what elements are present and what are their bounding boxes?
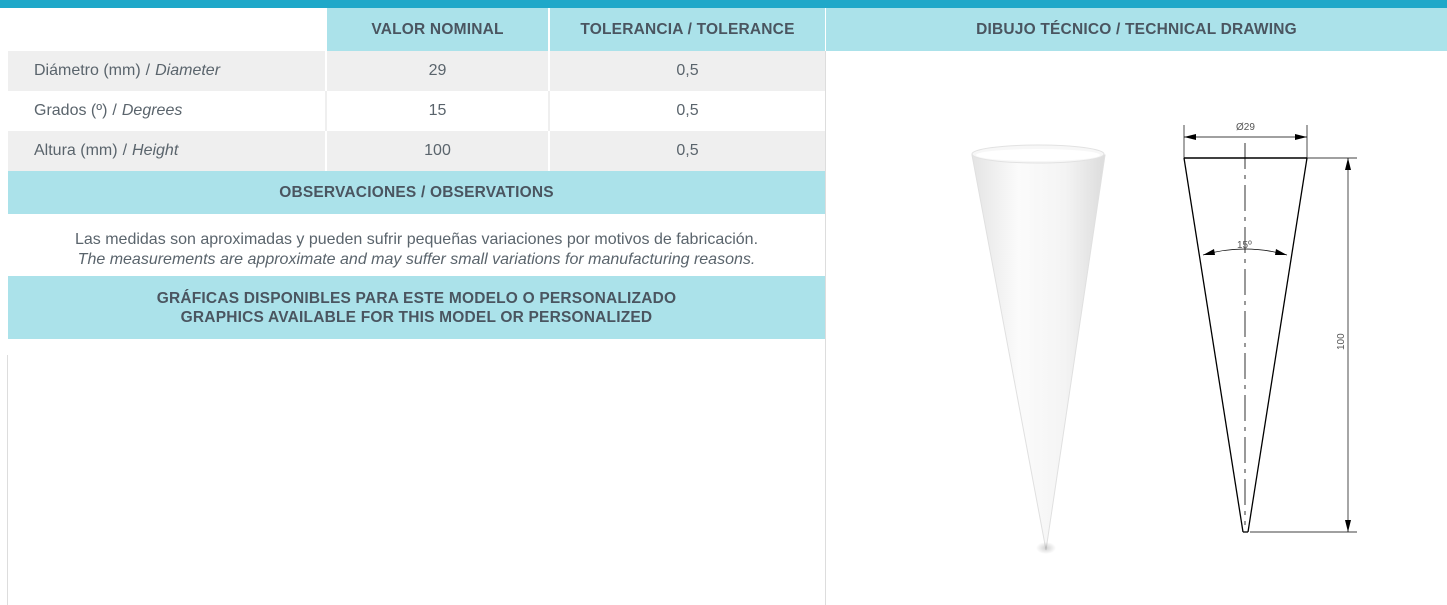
left-divider xyxy=(7,355,8,605)
row-label-es: Diámetro (mm) xyxy=(34,62,141,79)
row-tolerance-value: 0,5 xyxy=(548,131,825,171)
row-label-separator: / xyxy=(112,102,117,119)
row-label-en: Height xyxy=(132,142,179,159)
table-row: Grados (º) / Degrees 15 0,5 xyxy=(8,91,825,131)
header-tolerance: TOLERANCIA / TOLERANCE xyxy=(548,8,825,51)
row-label-es: Grados (º) xyxy=(34,102,108,119)
graphics-banner: GRÁFICAS DISPONIBLES PARA ESTE MODELO O … xyxy=(8,276,825,339)
row-label: Grados (º) / Degrees xyxy=(8,91,325,131)
observations-text-en: The measurements are approximate and may… xyxy=(77,251,756,268)
row-label-en: Diameter xyxy=(155,62,221,79)
top-accent-bar xyxy=(0,0,1447,8)
row-label-en: Degrees xyxy=(121,102,183,119)
specs-table: VALOR NOMINAL TOLERANCIA / TOLERANCE Diá… xyxy=(8,8,825,339)
observations-note: Las medidas son aproximadas y pueden suf… xyxy=(8,214,825,276)
technical-drawing-title: DIBUJO TÉCNICO / TECHNICAL DRAWING xyxy=(826,8,1447,51)
row-tolerance-value: 0,5 xyxy=(548,91,825,131)
diameter-dimension-label: Ø29 xyxy=(1236,122,1255,133)
row-label: Altura (mm) / Height xyxy=(8,131,325,171)
row-tolerance-value: 0,5 xyxy=(548,51,825,91)
header-nominal: VALOR NOMINAL xyxy=(325,8,548,51)
table-row: Altura (mm) / Height 100 0,5 xyxy=(8,131,825,171)
table-row: Diámetro (mm) / Diameter 29 0,5 xyxy=(8,51,825,91)
observations-text-es: Las medidas son aproximadas y pueden suf… xyxy=(74,231,759,248)
row-label: Diámetro (mm) / Diameter xyxy=(8,51,325,91)
graphics-line-en: GRAPHICS AVAILABLE FOR THIS MODEL OR PER… xyxy=(180,308,653,326)
table-header: VALOR NOMINAL TOLERANCIA / TOLERANCE xyxy=(8,8,825,51)
cone-product-image xyxy=(971,144,1106,554)
row-label-separator: / xyxy=(145,62,151,79)
row-label-es: Altura (mm) xyxy=(34,142,118,159)
row-nominal-value: 15 xyxy=(325,91,548,131)
row-label-separator: / xyxy=(122,142,128,159)
observations-title: OBSERVACIONES / OBSERVATIONS xyxy=(8,171,825,214)
graphics-line-es: GRÁFICAS DISPONIBLES PARA ESTE MODELO O … xyxy=(156,289,677,307)
header-empty-cell xyxy=(8,8,325,51)
row-nominal-value: 100 xyxy=(325,131,548,171)
technical-drawing: Ø29 15º 100 xyxy=(1183,122,1357,533)
middle-divider xyxy=(825,51,826,605)
height-dimension-label: 100 xyxy=(1336,333,1347,350)
angle-dimension-label: 15º xyxy=(1237,240,1252,251)
row-nominal-value: 29 xyxy=(325,51,548,91)
